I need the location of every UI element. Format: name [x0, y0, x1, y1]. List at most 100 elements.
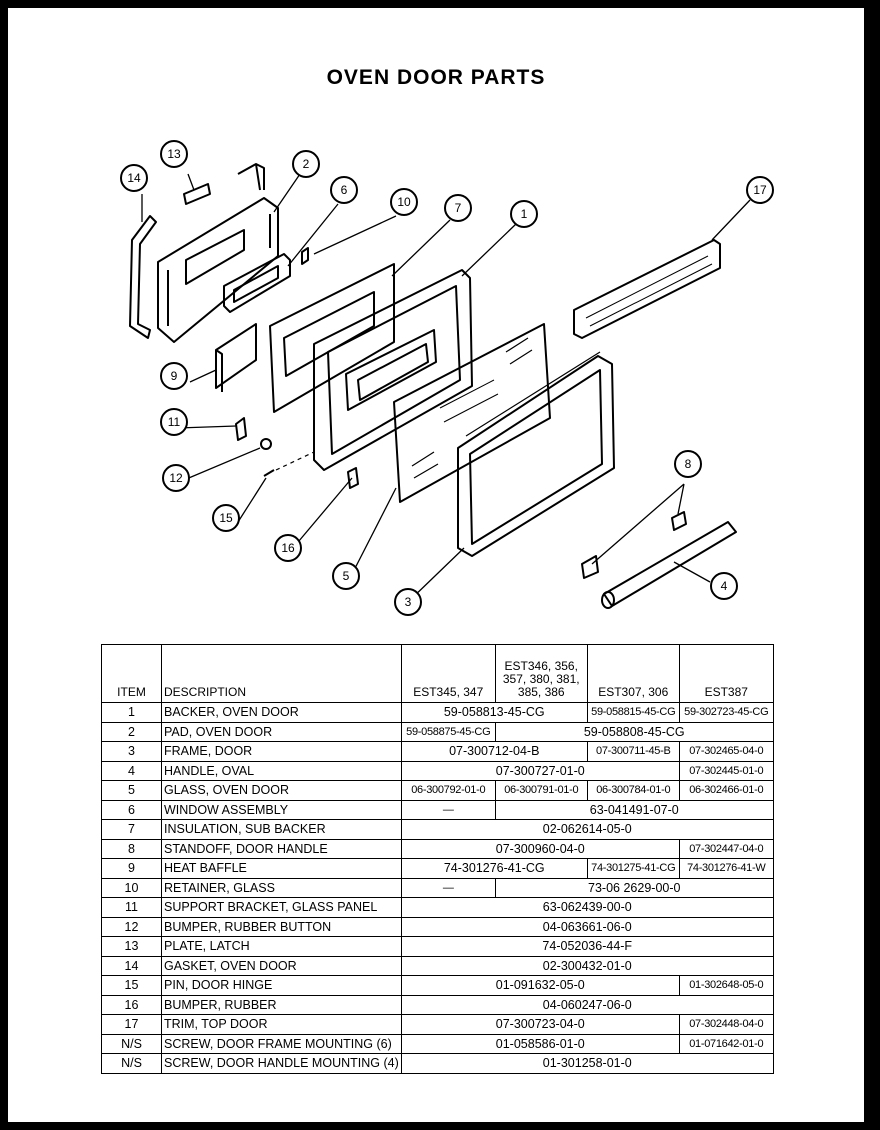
part-number: 59-058808-45-CG [494, 721, 774, 742]
part-number: 63-041491-07-0 [494, 799, 774, 820]
part-number: 07-300727-01-0 [400, 760, 680, 781]
part-description: BUMPER, RUBBER [161, 994, 402, 1015]
part-number: 59-302723-45-CG [678, 702, 774, 723]
part-number: 01-071642-01-0 [678, 1033, 774, 1054]
part-number: 01-091632-05-0 [400, 975, 680, 996]
part-number: 63-062439-00-0 [400, 897, 774, 918]
callout-16: 16 [274, 534, 302, 562]
svg-text:17: 17 [753, 183, 767, 197]
callout-10: 10 [390, 188, 418, 216]
callout-15: 15 [212, 504, 240, 532]
svg-text:6: 6 [341, 183, 348, 197]
part-number: 06-300791-01-0 [494, 780, 588, 801]
svg-text:1: 1 [521, 207, 528, 221]
svg-text:9: 9 [171, 369, 178, 383]
callout-12: 12 [162, 464, 190, 492]
top-trim-part [573, 239, 721, 339]
item-number: 2 [101, 721, 162, 742]
item-number: 16 [101, 994, 162, 1015]
header-model-1: EST345, 347 [400, 644, 496, 703]
rubber-bumper-part [347, 467, 359, 489]
hook-part [237, 163, 265, 191]
part-number: — [400, 877, 496, 898]
hinge-pin-part [263, 469, 275, 477]
part-description: STANDOFF, DOOR HANDLE [161, 838, 402, 859]
part-number: 07-300712-04-B [400, 741, 588, 762]
part-number: 74-301276-41-CG [400, 858, 588, 879]
svg-text:14: 14 [127, 171, 141, 185]
part-number: 01-301258-01-0 [400, 1053, 774, 1074]
svg-text:8: 8 [685, 457, 692, 471]
part-number: 74-301276-41-W [678, 858, 774, 879]
backer-part [157, 197, 279, 343]
part-number: 74-301275-41-CG [586, 858, 680, 879]
parts-table: ITEM DESCRIPTION EST345, 347 EST346, 356… [101, 644, 774, 1074]
part-description: WINDOW ASSEMBLY [161, 799, 402, 820]
item-number: 8 [101, 838, 162, 859]
callout-13: 13 [160, 140, 188, 168]
page-title: OVEN DOOR PARTS [326, 66, 546, 89]
part-description: GLASS, OVEN DOOR [161, 780, 402, 801]
item-number: 1 [101, 702, 162, 723]
part-number: 01-058586-01-0 [400, 1033, 680, 1054]
svg-text:10: 10 [397, 195, 411, 209]
part-number: 07-300723-04-0 [400, 1014, 680, 1035]
part-number: 04-063661-06-0 [400, 916, 774, 937]
part-number: 07-300711-45-B [586, 741, 680, 762]
latch-plate-part [183, 183, 211, 205]
callout-14: 14 [120, 164, 148, 192]
header-model-4: EST387 [678, 644, 774, 703]
door-frame-part [313, 269, 473, 471]
part-number: 07-302448-04-0 [678, 1014, 774, 1035]
retainer-part [301, 247, 309, 265]
part-number: 01-302648-05-0 [678, 975, 774, 996]
callout-8: 8 [674, 450, 702, 478]
svg-text:15: 15 [219, 511, 233, 525]
header-model-3: EST307, 306 [586, 644, 680, 703]
part-number: 06-300784-01-0 [586, 780, 680, 801]
callout-1: 1 [510, 200, 538, 228]
part-description: BACKER, OVEN DOOR [161, 702, 402, 723]
callout-17: 17 [746, 176, 774, 204]
svg-text:12: 12 [169, 471, 183, 485]
svg-text:16: 16 [281, 541, 295, 555]
part-number: 74-052036-44-F [400, 936, 774, 957]
callout-4: 4 [710, 572, 738, 600]
part-description: GASKET, OVEN DOOR [161, 955, 402, 976]
front-frame-part [457, 355, 615, 557]
part-description: SCREW, DOOR HANDLE MOUNTING (4) [161, 1053, 402, 1074]
item-number: 5 [101, 780, 162, 801]
part-description: HEAT BAFFLE [161, 858, 402, 879]
part-number: — [400, 799, 496, 820]
rubber-button-part [260, 438, 272, 450]
callout-3: 3 [394, 588, 422, 616]
part-number: 59-058875-45-CG [400, 721, 496, 742]
item-number: N/S [101, 1033, 162, 1054]
item-number: 3 [101, 741, 162, 762]
item-number: N/S [101, 1053, 162, 1074]
item-number: 17 [101, 1014, 162, 1035]
callout-11: 11 [160, 408, 188, 436]
part-description: PIN, DOOR HINGE [161, 975, 402, 996]
svg-text:3: 3 [405, 595, 412, 609]
item-number: 6 [101, 799, 162, 820]
item-number: 14 [101, 955, 162, 976]
part-number: 59-058815-45-CG [586, 702, 680, 723]
part-number: 07-302465-04-0 [678, 741, 774, 762]
item-number: 15 [101, 975, 162, 996]
part-number: 02-062614-05-0 [400, 819, 774, 840]
part-number: 59-058813-45-CG [400, 702, 588, 723]
part-description: PLATE, LATCH [161, 936, 402, 957]
part-description: TRIM, TOP DOOR [161, 1014, 402, 1035]
